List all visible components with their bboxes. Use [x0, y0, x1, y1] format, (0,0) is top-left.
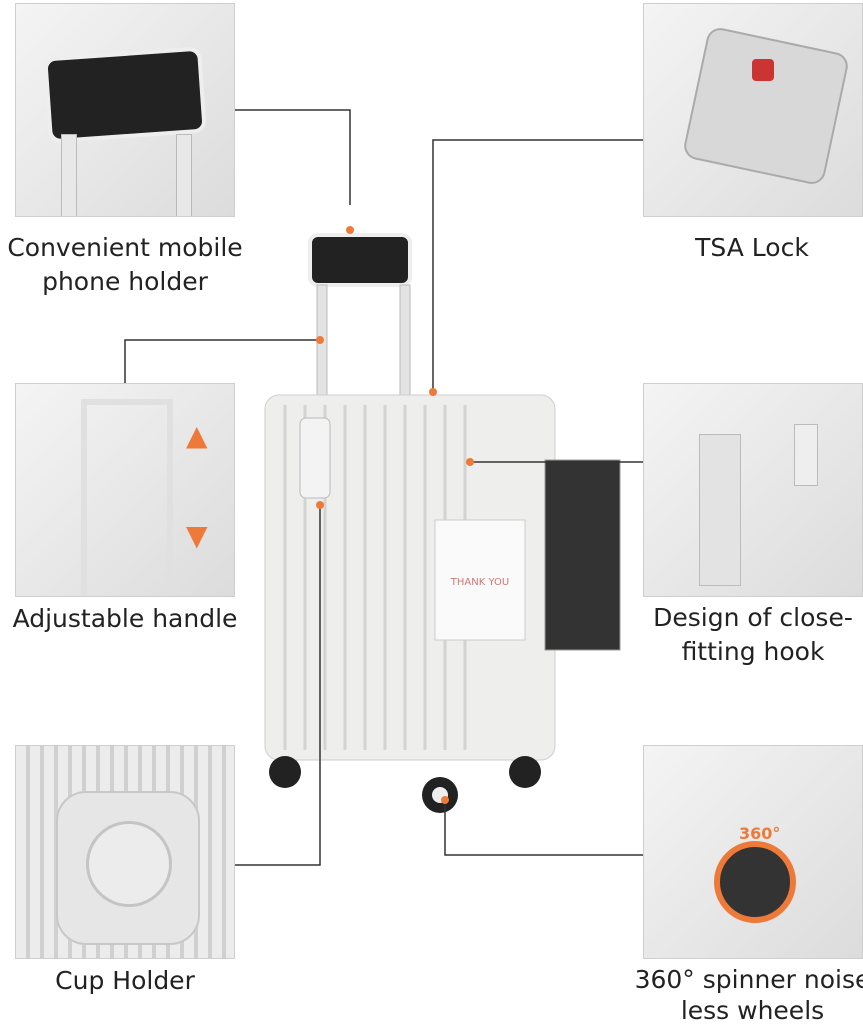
label-wheels: 360° spinner noise less wheels — [634, 965, 863, 1025]
adjustable-handle-closeup: ▲ ▼ — [15, 383, 235, 597]
label-hook: Design of close-fitting hook — [653, 603, 853, 666]
gift-bag-text: THANK YOU — [450, 577, 509, 588]
label-cup-holder: Cup Holder — [55, 966, 195, 995]
label-handle: Adjustable handle — [12, 604, 238, 633]
label-phone-holder: Convenient mobile phone holder — [7, 233, 243, 296]
suitcase-illustration: THANK YOU — [264, 233, 621, 813]
hook-closeup — [643, 383, 863, 597]
arrow-down-icon: ▼ — [186, 519, 208, 552]
cup-holder-closeup — [15, 745, 235, 959]
label-tsa-lock: TSA Lock — [695, 233, 809, 262]
phone-holder-closeup — [15, 3, 235, 217]
rotation-badge: 360° — [739, 824, 781, 843]
wheels-closeup: 360° — [643, 745, 863, 959]
arrow-up-icon: ▲ — [186, 419, 208, 452]
